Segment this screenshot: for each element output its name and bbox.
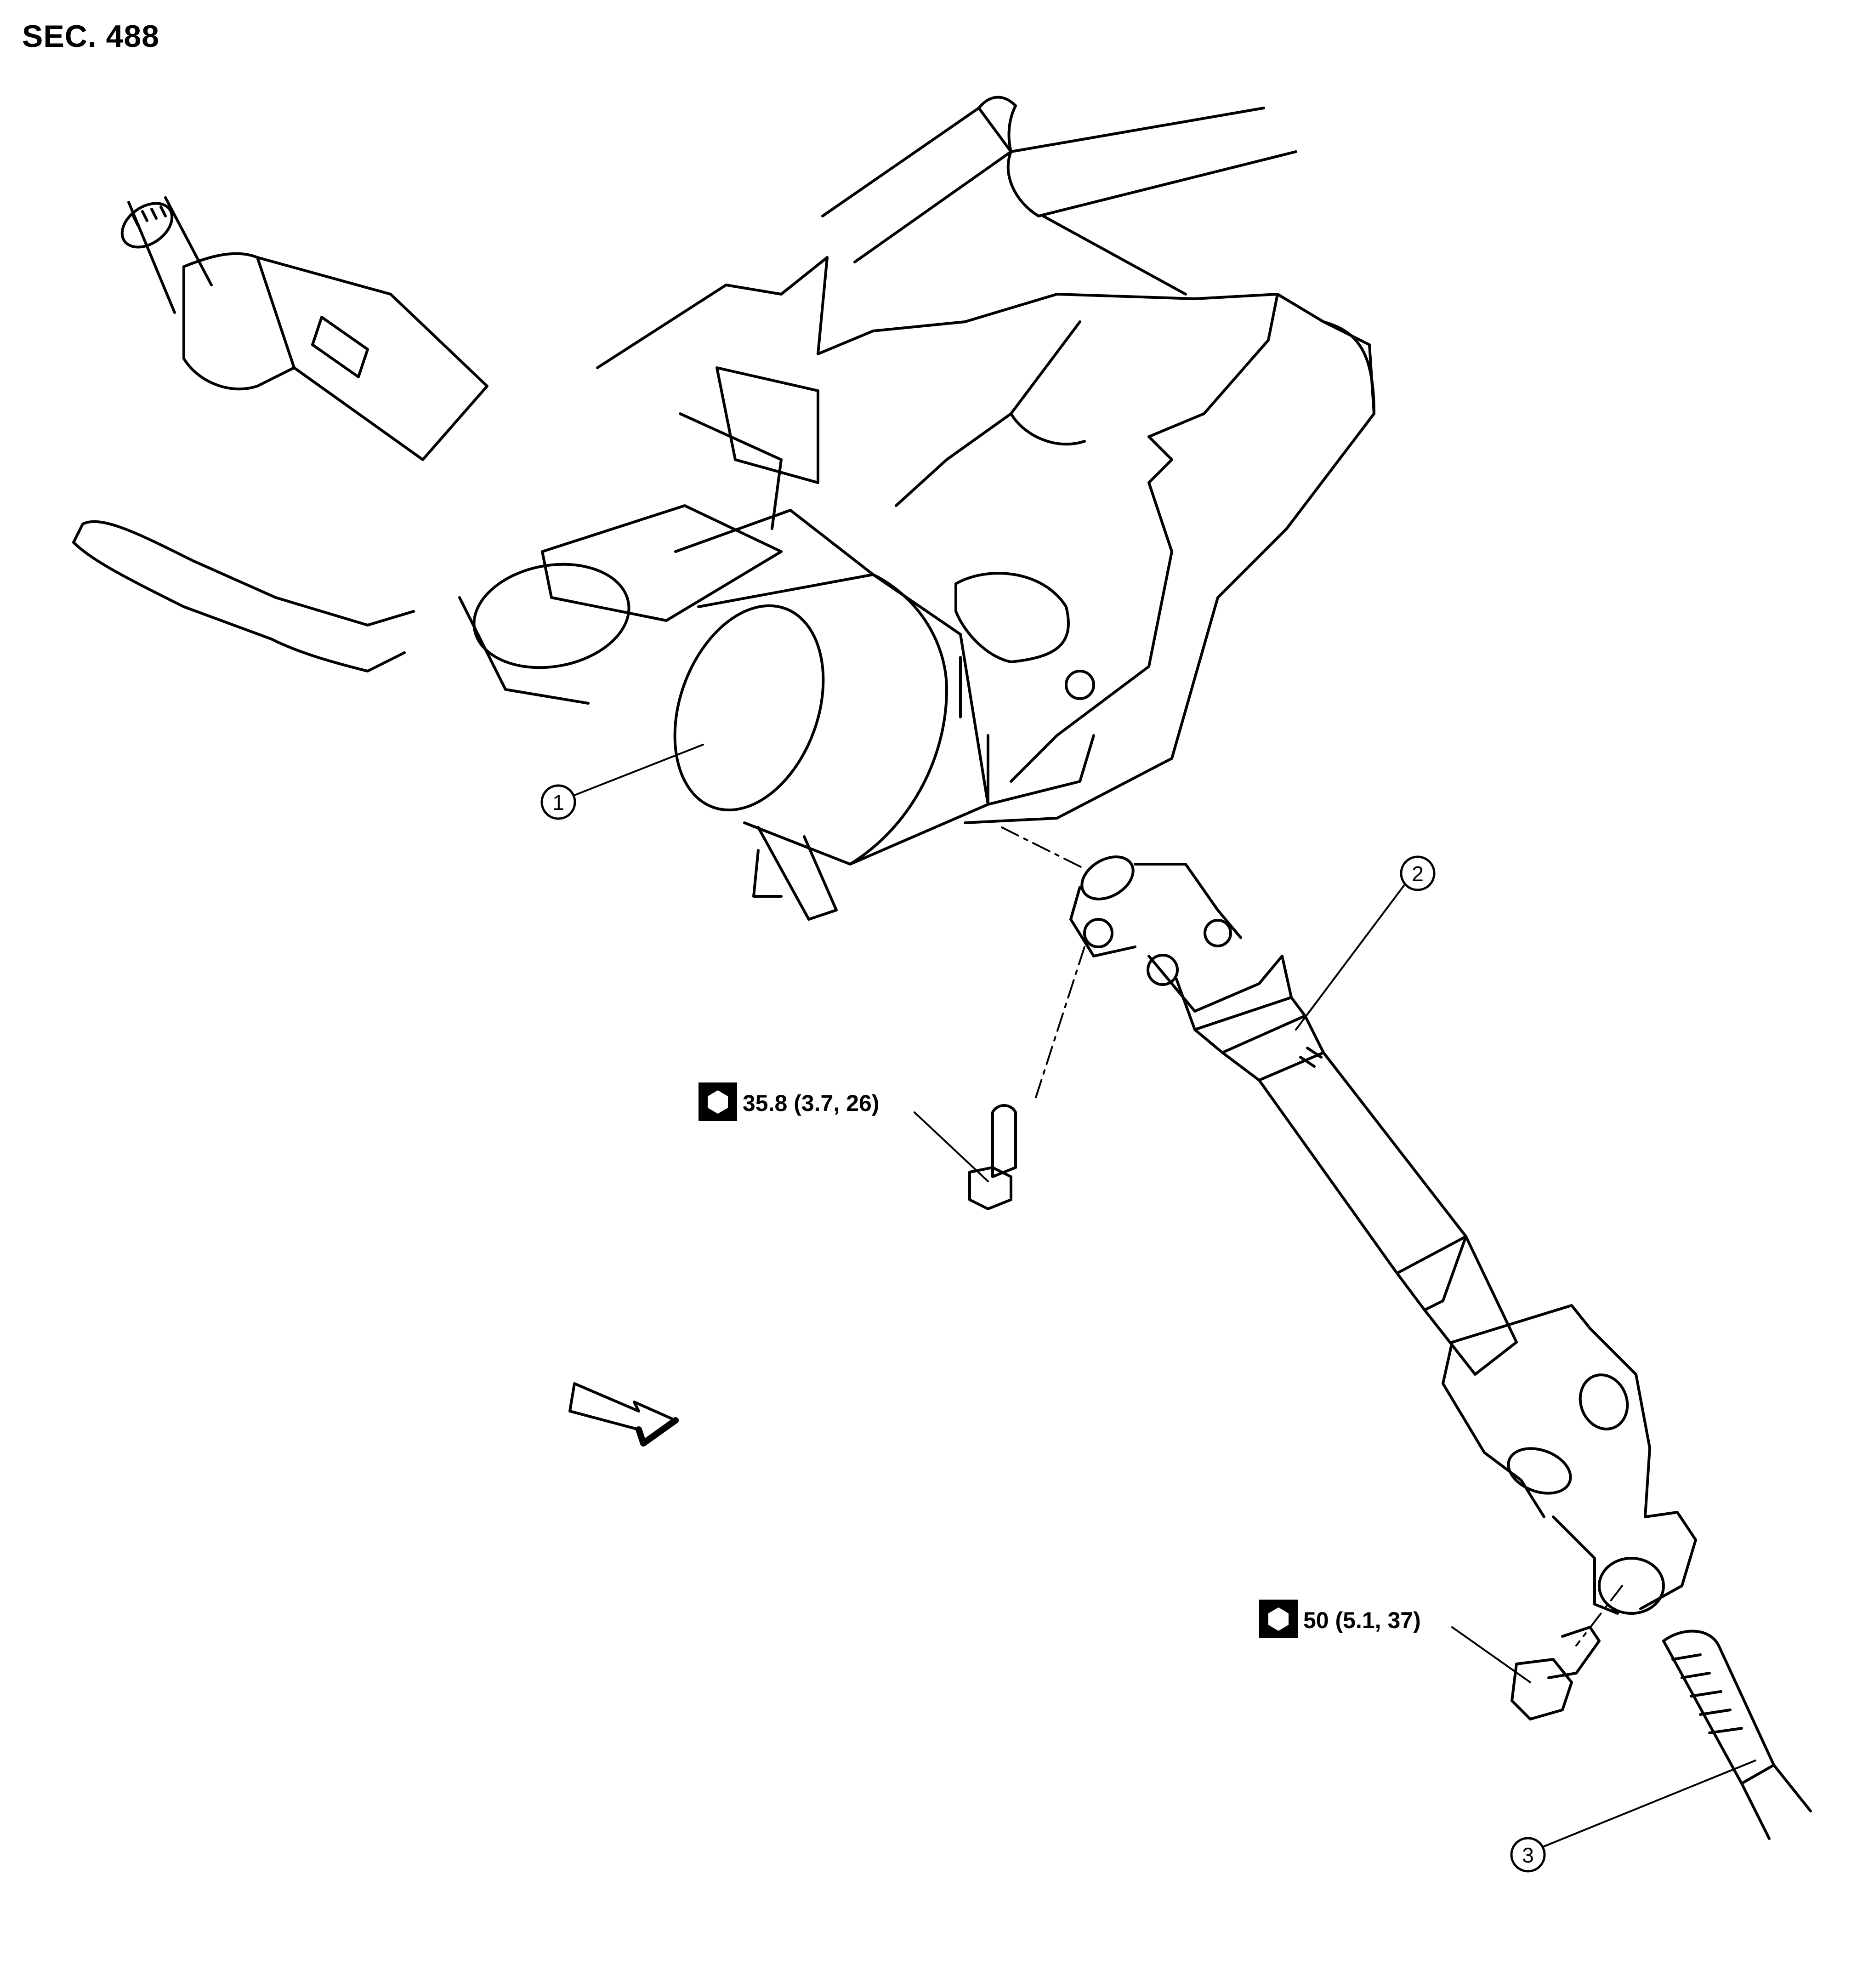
- torque-wrench-icon: [1259, 1600, 1298, 1638]
- callout-1-label: 1: [552, 791, 564, 815]
- front-direction-arrow-icon: [568, 1382, 679, 1447]
- torque-value-upper: 35.8 (3.7, 26): [743, 1090, 879, 1116]
- lower-shaft: [1662, 1629, 1812, 1840]
- leader-3: [1534, 1760, 1756, 1851]
- callout-3: 3: [1510, 1837, 1546, 1873]
- torque-spec-lower: 50 (5.1, 37): [1259, 1600, 1421, 1638]
- leader-1: [574, 744, 704, 796]
- tilt-lever: [72, 520, 415, 672]
- eps-motor-housing: [458, 504, 1095, 921]
- callout-2-label: 2: [1412, 862, 1424, 886]
- column-jacket-tube: [821, 96, 1297, 296]
- torque-spec-upper: 35.8 (3.7, 26): [699, 1082, 879, 1121]
- callout-1: 1: [540, 784, 576, 820]
- torque-value-lower: 50 (5.1, 37): [1303, 1607, 1421, 1633]
- intermediate-shaft: [1221, 1014, 1518, 1376]
- callout-2: 2: [1400, 855, 1436, 891]
- mounting-bracket: [596, 256, 1375, 824]
- alignment-line-lower-bolt: [1575, 1585, 1623, 1646]
- leader-torque-2: [1451, 1626, 1531, 1683]
- alignment-line-upper: [1001, 826, 1085, 870]
- lower-joint-bolt: [1511, 1626, 1601, 1720]
- lower-universal-joint: [1442, 1304, 1697, 1615]
- alignment-line-bolt: [1033, 946, 1085, 1104]
- torque-wrench-icon: [699, 1082, 737, 1121]
- callout-3-label: 3: [1522, 1843, 1534, 1867]
- upper-joint-bolt: [968, 1104, 1017, 1210]
- section-title: SEC. 488: [22, 19, 160, 54]
- upper-shaft-splined-end: [120, 196, 488, 461]
- upper-universal-joint: [1069, 855, 1306, 1054]
- leader-torque-1: [914, 1111, 989, 1182]
- leader-2: [1295, 882, 1407, 1031]
